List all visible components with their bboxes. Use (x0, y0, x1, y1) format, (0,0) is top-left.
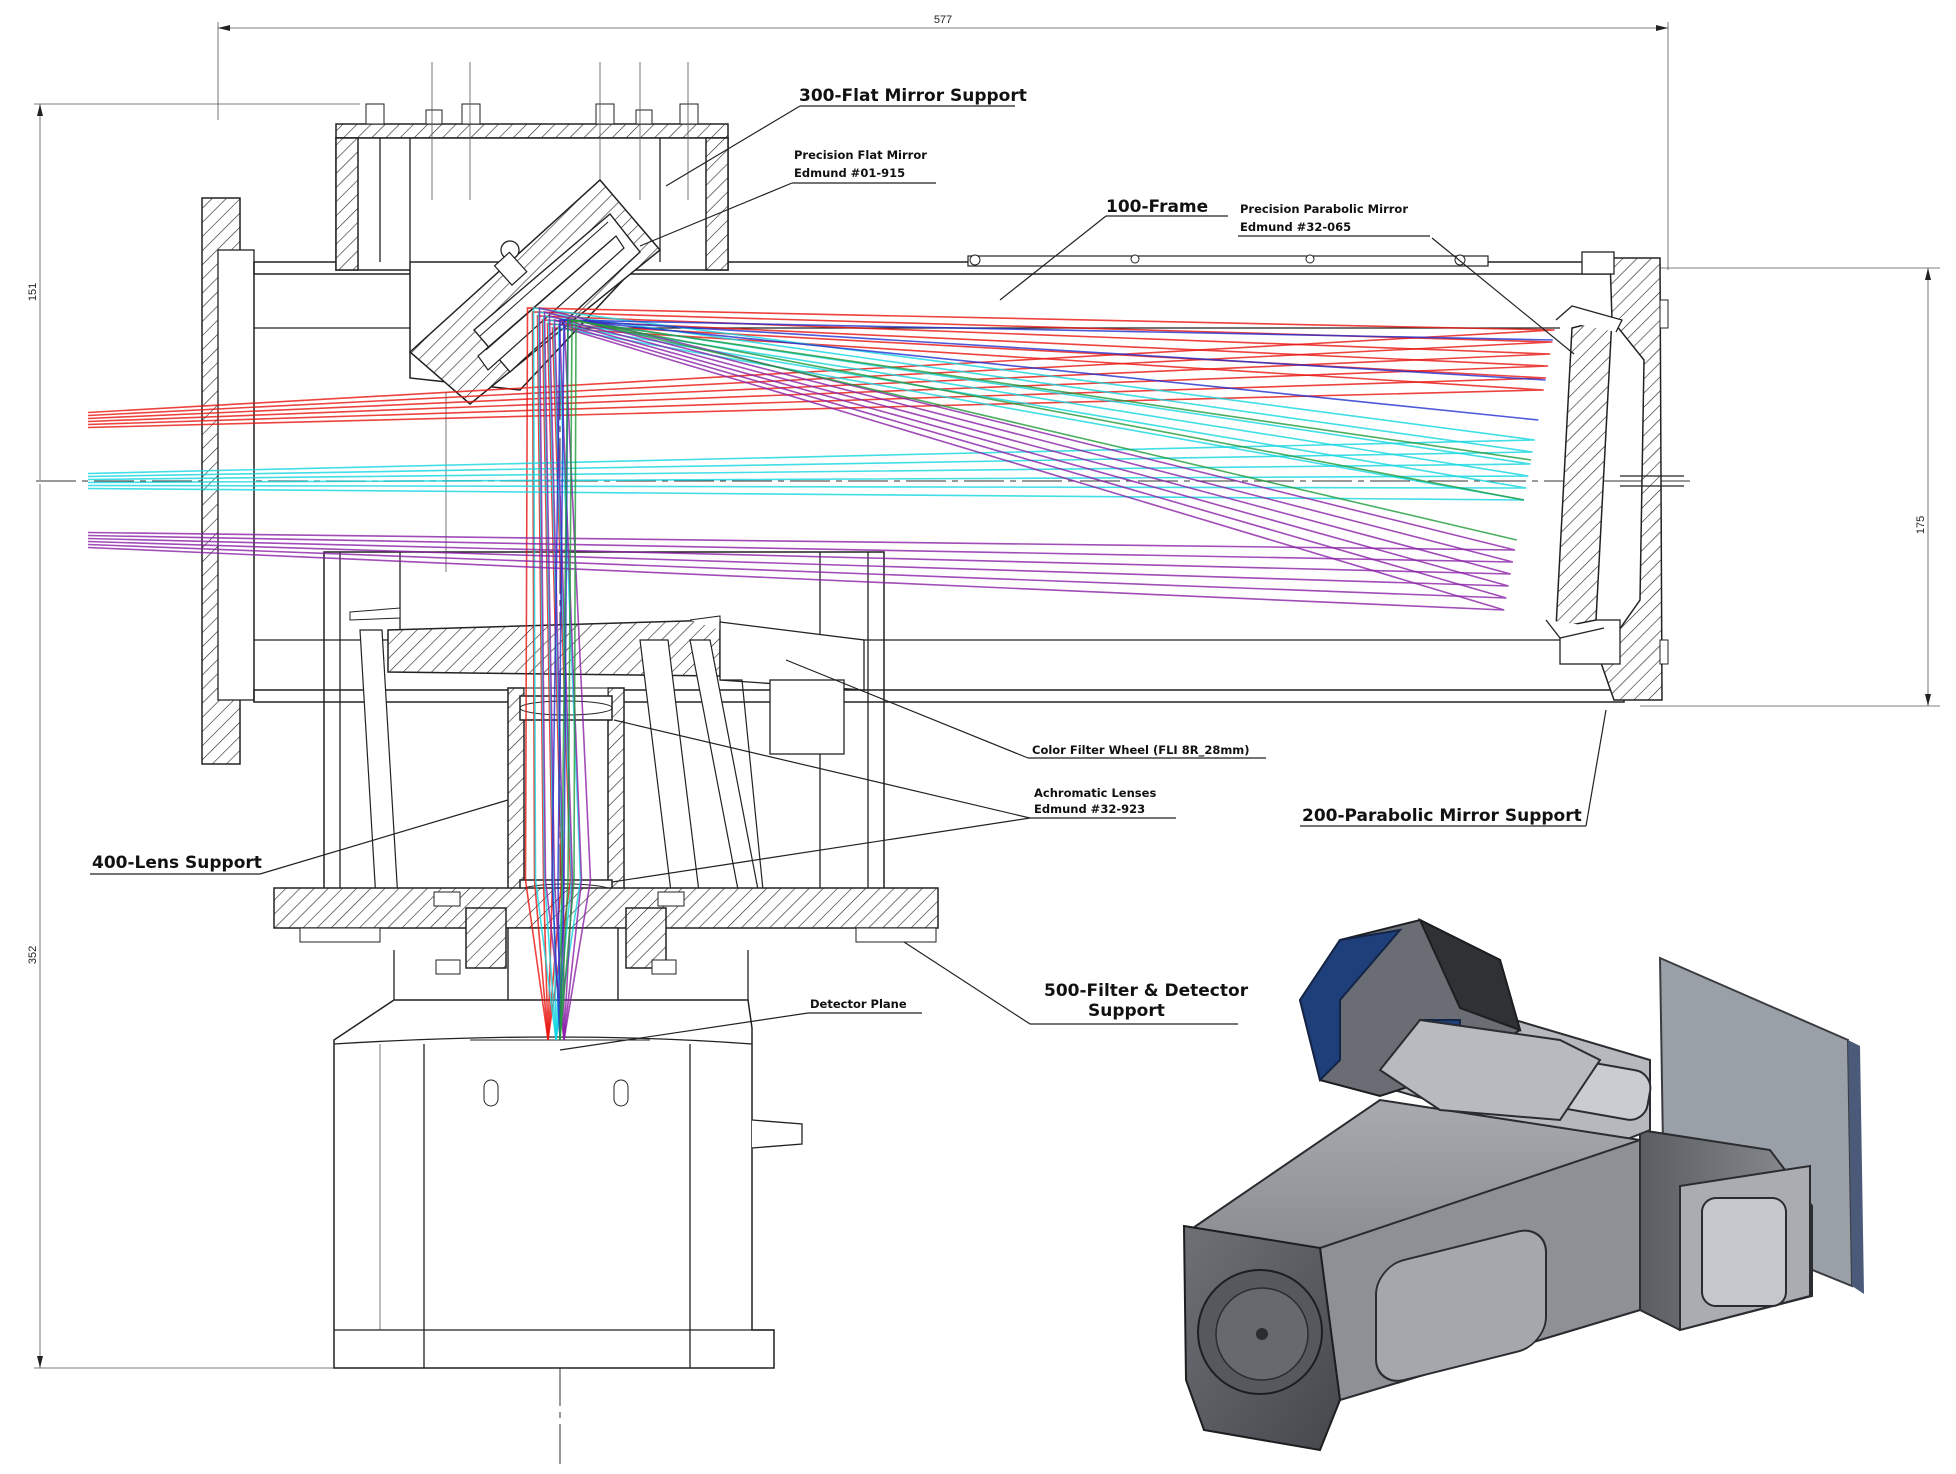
label-flat-mirror-line2: Edmund #01-915 (794, 166, 905, 180)
ray-purple-2 (87, 314, 1511, 1041)
label-frame: 100-Frame (1106, 197, 1208, 217)
label-flat-mirror-line1: Precision Flat Mirror (794, 148, 927, 162)
dimension-151: 151 (27, 103, 360, 480)
detector-camera-body (333, 999, 803, 1369)
ray-green-0 (559, 319, 1532, 1041)
ray-red-1 (87, 311, 1553, 1041)
label-color-filter-wheel: Color Filter Wheel (FLI 8R_28mm) (1032, 743, 1250, 758)
dimension-352-label: 352 (27, 946, 39, 964)
label-parabolic-mirror-line2: Edmund #32-065 (1240, 220, 1351, 234)
dimension-577: 577 (217, 14, 1669, 270)
label-lens-support: 400-Lens Support (92, 853, 262, 873)
ray-purple-0 (87, 306, 1516, 1041)
ray-purple-1 (87, 310, 1514, 1041)
label-filter-detector-line2: Support (1088, 1001, 1165, 1021)
ray-green-1 (559, 319, 1525, 1041)
dimension-175: 175 (1640, 267, 1940, 707)
label-parabolic-mirror-line1: Precision Parabolic Mirror (1240, 202, 1408, 216)
ray-blue-0 (551, 319, 1553, 1041)
top-bolts (365, 62, 699, 200)
ray-cyan-4 (87, 323, 1527, 1041)
label-filter-detector-line1: 500-Filter & Detector (1044, 981, 1249, 1001)
dimension-151-label: 151 (27, 283, 39, 301)
ray-cyan-1 (87, 311, 1533, 1041)
label-detector-plane: Detector Plane (810, 997, 907, 1011)
dimension-175-label: 175 (1915, 516, 1927, 534)
label-achromatic-line1: Achromatic Lenses (1034, 786, 1156, 800)
dimension-352: 352 (27, 484, 340, 1369)
filter-detector-support (273, 887, 939, 1009)
ray-cyan-5 (87, 327, 1525, 1041)
ray-traces (87, 306, 1555, 1041)
side-access-cover (1375, 1229, 1547, 1382)
dimension-577-label: 577 (934, 14, 952, 26)
ray-red-0 (87, 307, 1555, 1041)
parabolic-mirror (1545, 305, 1623, 639)
label-parabolic-mirror-support: 200-Parabolic Mirror Support (1302, 806, 1582, 826)
ray-green-2 (559, 318, 1517, 1041)
ray-red-2 (87, 315, 1551, 1041)
lens-support-housing (323, 551, 885, 909)
isometric-render (1182, 917, 1864, 1452)
label-flat-mirror-support: 300-Flat Mirror Support (799, 86, 1027, 106)
ray-blue-2 (559, 319, 1539, 1041)
ray-blue-1 (557, 319, 1546, 1041)
label-achromatic-line2: Edmund #32-923 (1034, 802, 1145, 816)
ray-cyan-3 (87, 319, 1529, 1041)
parabolic-housing-cover (1701, 1197, 1787, 1307)
callout-labels: 300-Flat Mirror Support Precision Flat M… (92, 86, 1582, 1021)
leader-lines (90, 105, 1607, 1051)
